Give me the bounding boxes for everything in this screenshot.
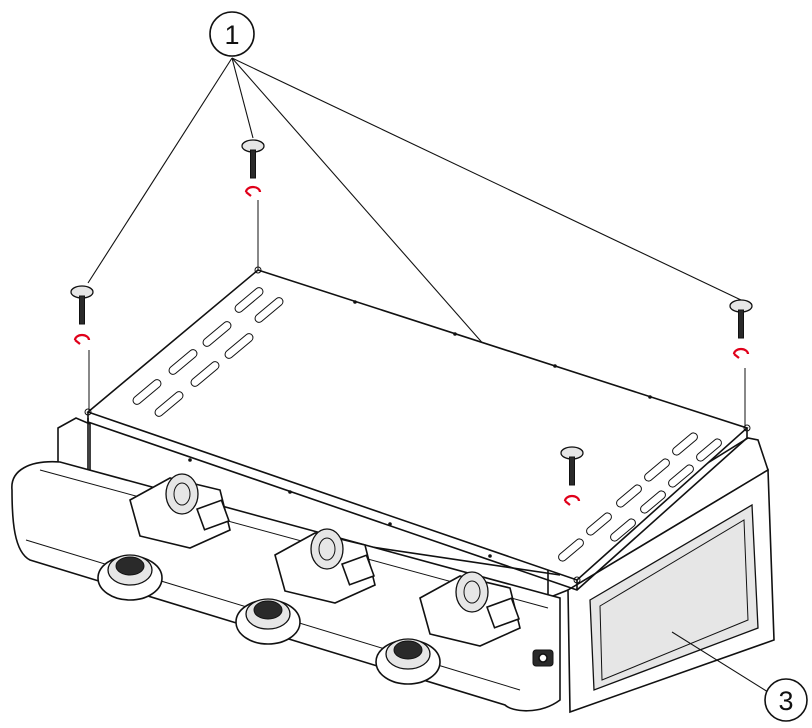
callout-1-label: 1	[224, 20, 239, 50]
screw-icon	[70, 285, 94, 345]
screw-icon	[729, 299, 753, 359]
spring-washer-icon	[244, 185, 262, 197]
spring-washer-icon	[732, 347, 750, 359]
callout-3: 3	[764, 678, 808, 722]
vent-slots-right	[558, 432, 722, 562]
vent-slots-left	[132, 287, 284, 417]
panel-window	[589, 503, 759, 691]
spring-washer-icon	[73, 333, 91, 345]
callout-3-label: 3	[778, 686, 793, 716]
screws	[70, 139, 753, 506]
callout-1: 1	[209, 11, 255, 57]
callout-1-leaders	[87, 57, 742, 447]
screw-icon	[241, 139, 265, 197]
spring-washer-icon	[563, 494, 581, 506]
knob-icon	[97, 554, 441, 685]
screw-icon	[560, 446, 584, 506]
connector-icon	[532, 649, 554, 667]
internal-assemblies	[129, 473, 521, 647]
callout-3-leader	[671, 631, 769, 693]
cover-rivets	[188, 300, 652, 558]
